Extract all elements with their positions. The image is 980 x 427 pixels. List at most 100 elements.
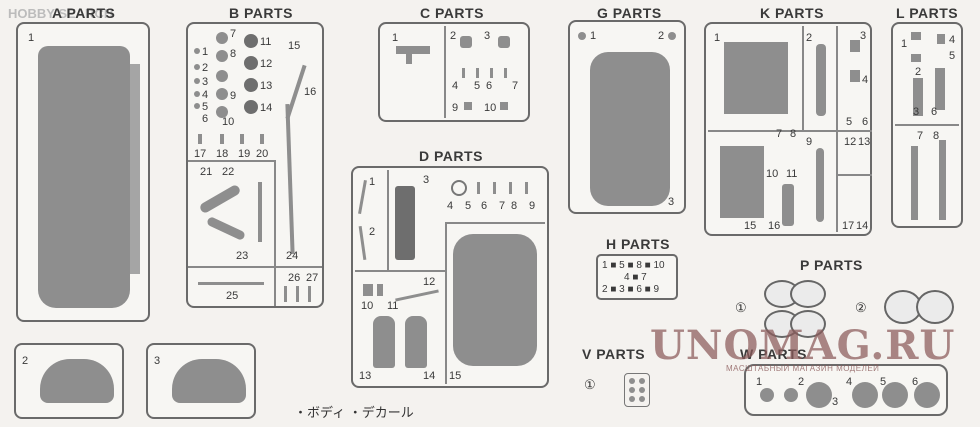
v-parts-sprue — [624, 373, 650, 407]
tire-part — [916, 290, 954, 324]
wheel-disc-part — [784, 388, 798, 402]
part-number: 6 — [486, 80, 493, 92]
small-part — [850, 70, 860, 82]
d-parts-sprue: 1 2 3 4 5 6 7 8 9 10 11 12 13 14 15 — [351, 166, 549, 388]
h-parts-row: 1 ■ 5 ■ 8 ■ 10 — [602, 260, 665, 271]
part-number: 4 — [452, 80, 459, 92]
seat-part — [373, 316, 395, 368]
part-number: 27 — [306, 272, 319, 284]
part-number: 15 — [288, 40, 301, 52]
rail-part — [939, 140, 946, 220]
strip-part — [816, 44, 826, 116]
small-part — [464, 102, 472, 110]
chassis-floor-part — [38, 46, 130, 308]
part-number: 7 — [917, 130, 924, 142]
a-parts-title: A PARTS — [52, 5, 116, 21]
part-number: 3 — [860, 30, 867, 42]
small-part — [462, 68, 465, 78]
wheel-disc-part — [806, 382, 832, 408]
small-round-part — [668, 32, 676, 40]
wheel-disc-part — [244, 78, 258, 92]
strip-part — [913, 78, 923, 116]
a-parts-sprue: 1 — [16, 22, 150, 322]
part-number: 5 — [880, 376, 887, 388]
b-parts-title: B PARTS — [229, 5, 293, 21]
part-number: 6 — [912, 376, 919, 388]
d-parts-divider-b — [355, 270, 445, 272]
l-parts-divider-a — [895, 124, 959, 126]
part-number: 10 — [361, 300, 374, 312]
rail-part — [911, 146, 918, 220]
wheel-disc-part — [882, 382, 908, 408]
part-number: 11 — [387, 300, 399, 312]
small-part — [308, 286, 311, 302]
part-number: 9 — [452, 102, 459, 114]
part-number: 20 — [256, 148, 269, 160]
contents-note: ・ボディ ・デカール — [294, 405, 414, 420]
part-number: 17 — [194, 148, 207, 160]
small-part — [911, 32, 921, 40]
window-panel-part — [590, 52, 670, 206]
small-round-part — [578, 32, 586, 40]
d-parts-divider-a — [387, 170, 389, 270]
part-number: 4 — [949, 34, 956, 46]
part-number: 1 — [756, 376, 763, 388]
unomag-watermark-subtitle: МАСШТАБНЫЙ МАГАЗИН МОДЕЛЕЙ — [726, 364, 880, 373]
part-number: 1 — [901, 38, 908, 50]
wheel-disc-part — [760, 388, 774, 402]
small-round-part — [629, 387, 635, 393]
p-parts-group-1: ① — [735, 300, 747, 315]
part-number: 12 — [260, 58, 273, 70]
gearbox-part — [395, 186, 415, 260]
part-number: 10 — [484, 102, 497, 114]
small-part — [363, 284, 373, 296]
part-number: 14 — [856, 220, 869, 232]
part-number: 3 — [423, 174, 430, 186]
small-part — [490, 68, 493, 78]
small-round-part — [194, 78, 200, 84]
part-number: 1 — [369, 176, 376, 188]
h-parts-title: H PARTS — [606, 236, 670, 252]
part-number: 7 — [512, 80, 519, 92]
hobby-search-watermark: HOBBY SEARCH — [8, 6, 114, 21]
p-parts-group-2: ② — [855, 300, 867, 315]
part-number: 15 — [744, 220, 757, 232]
side-panel-part — [724, 42, 788, 114]
small-round-part — [629, 378, 635, 384]
part-number: 8 — [790, 128, 797, 140]
part-number: 1 — [714, 32, 721, 44]
g-parts-title: G PARTS — [597, 5, 662, 21]
disc-part — [216, 106, 228, 118]
part-number: 1 — [202, 46, 209, 58]
part-number: 24 — [286, 250, 299, 262]
b-parts-sprue: 1 2 3 4 5 6 7 8 9 10 11 12 13 14 15 16 1… — [186, 22, 324, 308]
d-parts-divider-d — [445, 222, 545, 224]
b-parts-divider-a — [188, 160, 274, 162]
part-number: 2 — [658, 30, 665, 42]
p-parts-title: P PARTS — [800, 257, 863, 273]
part-number: 13 — [858, 136, 871, 148]
small-part — [911, 54, 921, 62]
steering-wheel-part — [451, 180, 467, 196]
c-parts-divider — [444, 26, 446, 118]
small-part — [850, 40, 860, 52]
part-number: 2 — [22, 355, 29, 367]
l-parts-sprue: 1 2 3 4 5 6 7 8 — [891, 22, 963, 228]
suspension-arm-part — [172, 359, 246, 403]
part-number: 9 — [230, 90, 237, 102]
part-number: 4 — [862, 74, 869, 86]
part-number: 2 — [202, 62, 209, 74]
part-number: 5 — [949, 50, 956, 62]
h-parts-row: 4 ■ 7 — [624, 272, 647, 283]
small-round-part — [194, 103, 200, 109]
k-parts-divider-c — [836, 26, 838, 232]
part-number: 8 — [230, 48, 237, 60]
rod-part — [358, 225, 367, 261]
strip-part — [935, 68, 945, 110]
part-number: 10 — [766, 168, 779, 180]
part-number: 2 — [450, 30, 457, 42]
l-parts-title: L PARTS — [896, 5, 959, 21]
part-number: 2 — [369, 226, 376, 238]
part-number: 7 — [776, 128, 783, 140]
small-round-part — [194, 64, 200, 70]
